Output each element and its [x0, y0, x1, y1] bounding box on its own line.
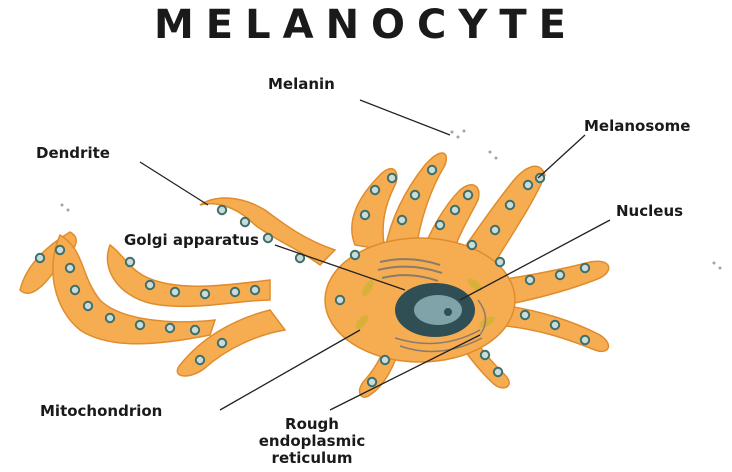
melanosome-granule: [218, 339, 226, 347]
melanosome-granule: [428, 166, 436, 174]
label-mitochondrion: Mitochondrion: [40, 403, 162, 420]
label-apparatus-word: apparatus: [173, 231, 259, 249]
melanosome-granule: [146, 281, 154, 289]
melanosome-granule: [196, 356, 204, 364]
label-nucleus: Nucleus: [616, 203, 683, 220]
leader-melanosome: [538, 135, 585, 178]
label-melanosome: Melanosome: [584, 118, 690, 135]
melanosome-granule: [56, 246, 64, 254]
melanosome-granule: [368, 378, 376, 386]
melanosome-granule: [251, 286, 259, 294]
label-dendrite: Dendrite: [36, 145, 110, 162]
melanosome-granule: [336, 296, 344, 304]
label-golgi-apparatus: Golgi apparatus: [124, 232, 259, 249]
melanosome-granule: [126, 258, 134, 266]
dendrite-left-mid: [107, 245, 270, 306]
leader-dendrite: [140, 162, 208, 205]
melanosome-granule: [536, 174, 544, 182]
melanosome-granule: [218, 206, 226, 214]
melanosome-granule: [496, 258, 504, 266]
label-melanin: Melanin: [268, 76, 335, 93]
melanosome-granule: [491, 226, 499, 234]
label-rough-er: Rough endoplasmic reticulum: [248, 416, 376, 467]
melanosome-granule: [71, 286, 79, 294]
melanosome-granule: [66, 264, 74, 272]
melanin-speck: [489, 151, 492, 154]
label-golgi-word: Golgi: [124, 231, 168, 249]
melanin-speck: [451, 131, 454, 134]
melanin-speck: [713, 262, 716, 265]
melanosome-granule: [506, 201, 514, 209]
melanosome-granule: [464, 191, 472, 199]
melanosome-granule: [241, 218, 249, 226]
cell-body: [20, 153, 609, 397]
melanosome-granule: [351, 251, 359, 259]
diagram-title: MELANOCYTE: [0, 2, 732, 48]
melanosome-granule: [201, 290, 209, 298]
melanin-speck: [719, 267, 722, 270]
melanosome-granule: [494, 368, 502, 376]
leader-melanin: [360, 100, 450, 135]
melanin-speck: [463, 130, 466, 133]
melanosome-granule: [581, 336, 589, 344]
melanosome-granule: [106, 314, 114, 322]
melanosome-granule: [581, 264, 589, 272]
melanin-speck: [67, 209, 70, 212]
nucleus-inner: [414, 295, 462, 325]
dendrite-left-low: [177, 310, 285, 376]
melanosome-granule: [381, 356, 389, 364]
melanin-speck: [495, 157, 498, 160]
melanosome-granule: [231, 288, 239, 296]
melanosome-granule: [361, 211, 369, 219]
melanosome-granule: [468, 241, 476, 249]
melanosome-granule: [451, 206, 459, 214]
melanosome-granule: [524, 181, 532, 189]
melanosome-granule: [36, 254, 44, 262]
melanosome-granule: [136, 321, 144, 329]
melanosome-granule: [398, 216, 406, 224]
nucleolus: [444, 308, 452, 316]
melanosome-granule: [526, 276, 534, 284]
melanin-speck: [61, 204, 64, 207]
melanosome-granule: [191, 326, 199, 334]
melanosome-granule: [388, 174, 396, 182]
melanosome-granule: [166, 324, 174, 332]
melanosome-granule: [371, 186, 379, 194]
melanosome-granule: [551, 321, 559, 329]
melanosome-granule: [521, 311, 529, 319]
melanosome-granule: [481, 351, 489, 359]
melanosome-granule: [436, 221, 444, 229]
dendrite-right: [500, 261, 609, 305]
melanosome-granule: [171, 288, 179, 296]
melanosome-granule: [556, 271, 564, 279]
melanosome-granule: [84, 302, 92, 310]
melanosome-granule: [264, 234, 272, 242]
melanin-speck: [457, 136, 460, 139]
melanosome-granule: [411, 191, 419, 199]
